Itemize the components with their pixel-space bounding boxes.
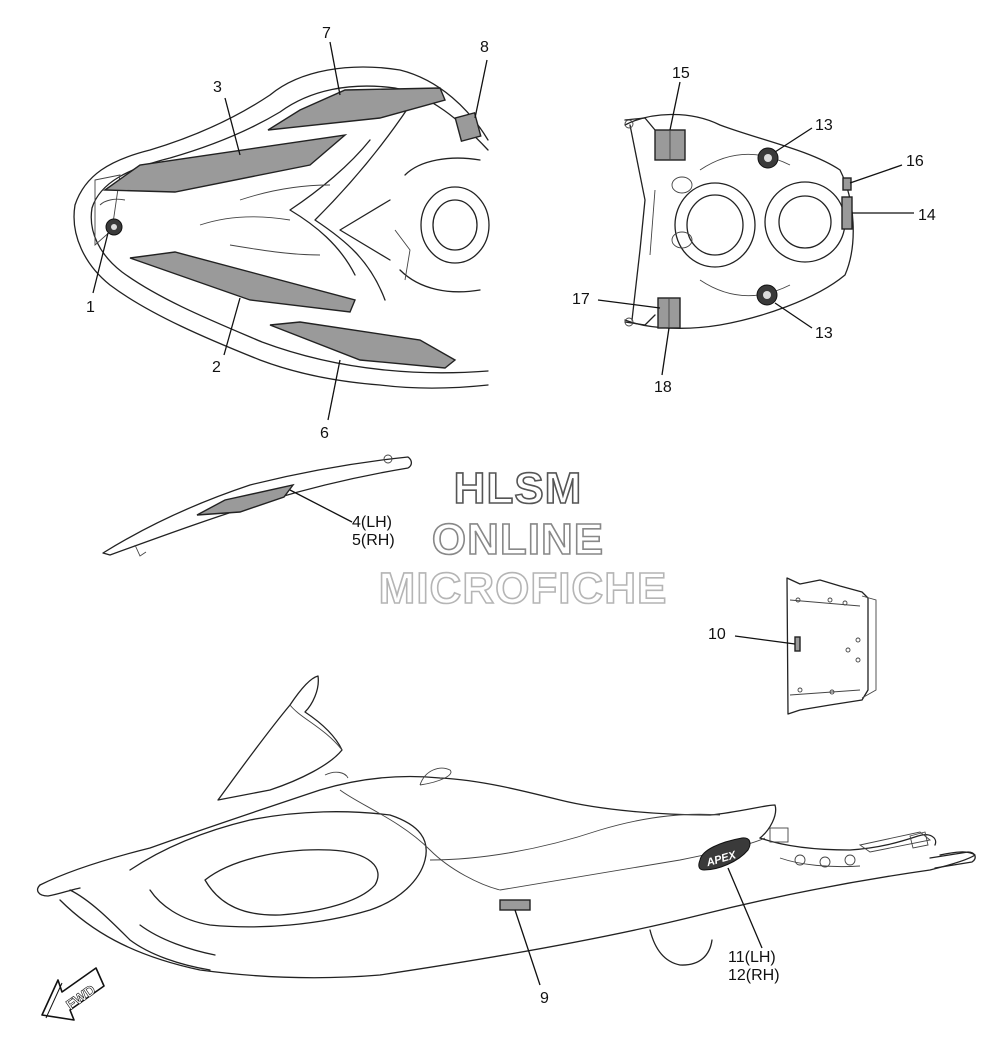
callout-7: 7: [322, 25, 331, 42]
hood-top-view: [73, 66, 490, 389]
callout-1: 1: [86, 299, 95, 316]
callout-8: 8: [480, 39, 489, 56]
decal-10: [794, 636, 801, 652]
decal-9: [499, 899, 531, 911]
callouts-hood: 1 2 3 6 7 8: [86, 25, 489, 442]
decal-3: [102, 133, 348, 193]
callout-9: 9: [540, 990, 549, 1007]
decal-11-12-apex: [698, 837, 751, 871]
callout-14: 14: [918, 207, 936, 224]
tunnel-panel: 10: [708, 577, 877, 715]
callout-6: 6: [320, 425, 329, 442]
callout-15: 15: [672, 65, 690, 82]
snowmobile-side-view: 9 APEX 11(LH) 12(RH): [37, 675, 976, 1007]
callout-10: 10: [708, 626, 726, 643]
decal-16: [842, 177, 852, 191]
watermark-line-1: HLSM: [454, 464, 583, 513]
callout-18: 18: [654, 379, 672, 396]
decal-14: [841, 196, 853, 230]
callout-11-lh: 11(LH): [728, 949, 776, 966]
watermark-line-2: ONLINE: [432, 515, 604, 564]
decal-7: [267, 87, 446, 131]
side-panel: 4(LH) 5(RH): [102, 454, 413, 557]
decal-6: [269, 321, 457, 369]
decal-8: [454, 111, 482, 143]
callout-13-top: 13: [815, 117, 833, 134]
callouts-seat: 15 13 16 14 17 13 18: [572, 65, 936, 396]
callout-12-rh: 12(RH): [728, 967, 780, 984]
fwd-arrow-icon: FWD: [41, 967, 105, 1021]
watermark: HLSM ONLINE MICROFICHE: [378, 463, 668, 614]
callout-3: 3: [213, 79, 222, 96]
callout-17: 17: [572, 291, 590, 308]
callout-2: 2: [212, 359, 221, 376]
callout-13-bottom: 13: [815, 325, 833, 342]
callout-16: 16: [906, 153, 924, 170]
decal-4-5: [196, 483, 295, 516]
callout-5-rh: 5(RH): [352, 532, 395, 549]
decal-2: [129, 251, 356, 313]
watermark-line-3: MICROFICHE: [379, 564, 668, 613]
callout-4-lh: 4(LH): [352, 514, 392, 531]
seat-top-view: [624, 113, 854, 329]
